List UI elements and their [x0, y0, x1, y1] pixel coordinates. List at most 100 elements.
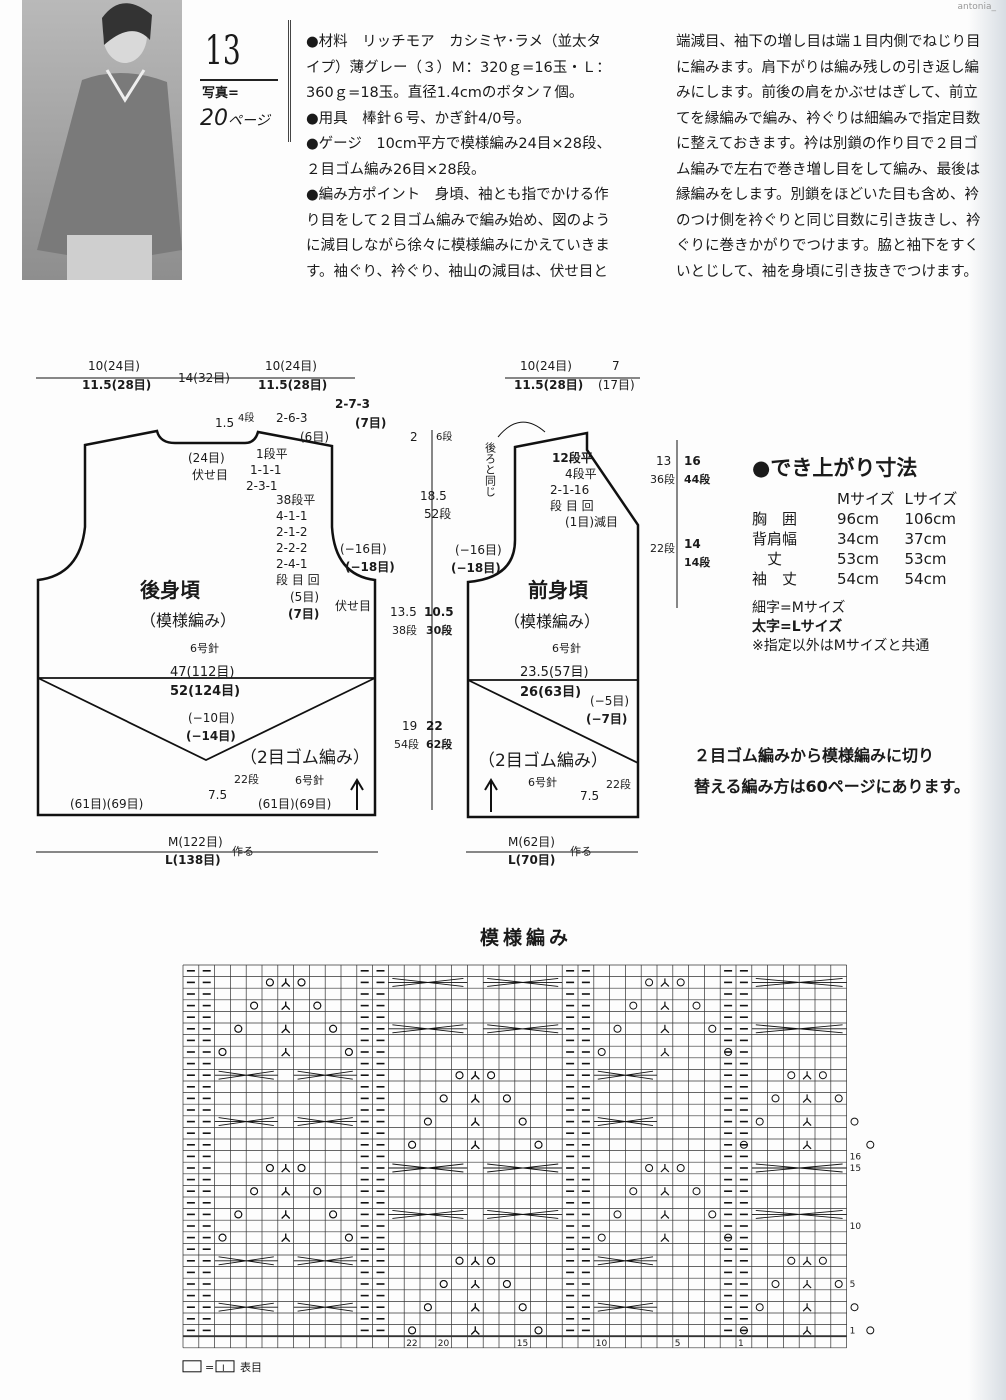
svg-text:(7目): (7目) — [288, 607, 319, 621]
knit-legend-box — [182, 1360, 202, 1373]
cable-symbol — [593, 1256, 657, 1266]
svg-text:2-6-3: 2-6-3 — [276, 411, 308, 425]
decrease-symbol — [802, 1280, 812, 1289]
yarn-over-symbol — [613, 1024, 622, 1033]
decrease-symbol — [470, 1117, 480, 1127]
yarn-over-symbol — [297, 1164, 306, 1172]
svg-text:2-7-3: 2-7-3 — [335, 397, 370, 411]
yarn-over-symbol — [755, 1117, 764, 1126]
yarn-over-symbol — [629, 1187, 638, 1196]
chart-title: 模様編み — [480, 927, 573, 949]
svg-text:(−14目): (−14目) — [186, 729, 236, 743]
column-number: 20 — [438, 1339, 450, 1349]
cable-symbol — [593, 1070, 657, 1080]
svg-text:54段: 54段 — [394, 737, 419, 751]
yarn-over-symbol — [487, 1071, 496, 1080]
yarn-over-symbol — [692, 1187, 701, 1196]
svg-text:22段: 22段 — [234, 772, 259, 786]
decrease-symbol — [281, 1233, 291, 1243]
decrease-symbol — [470, 1303, 480, 1312]
yarn-over-symbol — [850, 1303, 859, 1312]
svg-text:6号針: 6号針 — [295, 773, 324, 787]
decrease-symbol — [281, 1024, 291, 1034]
svg-text:(1目)減目: (1目)減目 — [565, 514, 618, 529]
decrease-symbol — [470, 1280, 480, 1289]
svg-text:伏せ目: 伏せ目 — [335, 599, 371, 613]
yarn-over-symbol — [645, 1164, 654, 1172]
cable-symbol — [751, 1163, 847, 1173]
svg-text:22段: 22段 — [650, 541, 675, 555]
svg-text:後ろと同じ: 後ろと同じ — [484, 441, 497, 497]
svg-text:36段: 36段 — [650, 472, 675, 486]
svg-text:1-1-1: 1-1-1 — [250, 463, 282, 477]
yarn-over-symbol — [423, 1303, 432, 1312]
yarn-over-symbol — [771, 1280, 780, 1288]
svg-text:6段: 6段 — [436, 430, 452, 443]
column-number: 22 — [406, 1339, 417, 1349]
column-number: 15 — [517, 1339, 528, 1349]
svg-text:14段: 14段 — [684, 555, 710, 569]
yarn-over-symbol — [439, 1094, 448, 1103]
svg-text:44段: 44段 — [684, 472, 710, 486]
svg-text:62段: 62段 — [426, 737, 452, 751]
decrease-symbol — [470, 1071, 480, 1080]
svg-text:38段平: 38段平 — [276, 492, 315, 507]
yarn-over-symbol — [818, 1071, 827, 1080]
decrease-symbol — [470, 1094, 480, 1103]
svg-text:47(112目): 47(112目) — [170, 665, 235, 680]
back-title: 後身頃 — [140, 578, 201, 602]
svg-text:(61目)(69目): (61目)(69目) — [258, 797, 331, 811]
column-number: 5 — [675, 1339, 681, 1349]
yarn-over-symbol — [518, 1303, 527, 1312]
cable-symbol — [483, 977, 563, 987]
cable-symbol — [293, 1302, 357, 1312]
photo-label: 写真= — [202, 86, 239, 101]
svg-text:7.5: 7.5 — [580, 789, 599, 803]
yarn-over-symbol — [787, 1256, 796, 1265]
svg-text:(−18目): (−18目) — [451, 561, 501, 575]
decrease-symbol — [660, 1187, 670, 1196]
decrease-symbol — [281, 1164, 291, 1173]
yarn-over-symbol — [234, 1210, 243, 1219]
cable-symbol — [214, 1256, 278, 1266]
svg-text:4段: 4段 — [238, 411, 254, 424]
yarn-over-symbol — [834, 1094, 843, 1103]
decrease-symbol — [802, 1071, 812, 1080]
column-number: 1 — [738, 1339, 744, 1349]
svg-text:2-3-1: 2-3-1 — [246, 479, 278, 493]
decrease-symbol — [470, 1140, 480, 1150]
row-number: 15 — [850, 1164, 861, 1174]
svg-text:作る: 作る — [570, 845, 592, 858]
yarn-over-symbol — [597, 1233, 606, 1242]
svg-text:2-1-16: 2-1-16 — [550, 483, 589, 497]
svg-text:16: 16 — [684, 454, 701, 468]
photo-page: 20ページ — [200, 106, 270, 131]
svg-text:4段平: 4段平 — [565, 466, 597, 481]
front-rib-lines — [467, 679, 639, 764]
column-number: 10 — [596, 1339, 608, 1349]
yarn-over-symbol — [629, 1001, 638, 1010]
yarn-over-symbol — [408, 1326, 417, 1335]
instructions-right: 端減目、袖下の増し目は端１目内側でねじり目に編みます。肩下がりは編み残しの引き返… — [676, 34, 981, 280]
svg-text:14: 14 — [684, 537, 701, 551]
svg-text:2-2-2: 2-2-2 — [276, 541, 308, 555]
svg-text:7: 7 — [612, 359, 620, 373]
decrease-symbol — [802, 1140, 812, 1150]
svg-text:(−16目): (−16目) — [455, 543, 502, 557]
yarn-over-symbol — [834, 1280, 843, 1288]
cable-symbol — [293, 1070, 357, 1080]
svg-text:(−10目): (−10目) — [188, 711, 235, 725]
yarn-over-symbol — [297, 978, 306, 987]
svg-text:L(70目): L(70目) — [508, 853, 555, 867]
svg-text:11.5(28目): 11.5(28目) — [514, 378, 583, 392]
yarn-over-symbol — [534, 1326, 543, 1335]
yarn-over-symbol — [250, 1187, 259, 1196]
yarn-over-symbol — [408, 1140, 417, 1149]
svg-text:6号針: 6号針 — [190, 641, 219, 655]
cable-symbol — [751, 1209, 847, 1219]
decrease-symbol — [802, 1326, 812, 1335]
